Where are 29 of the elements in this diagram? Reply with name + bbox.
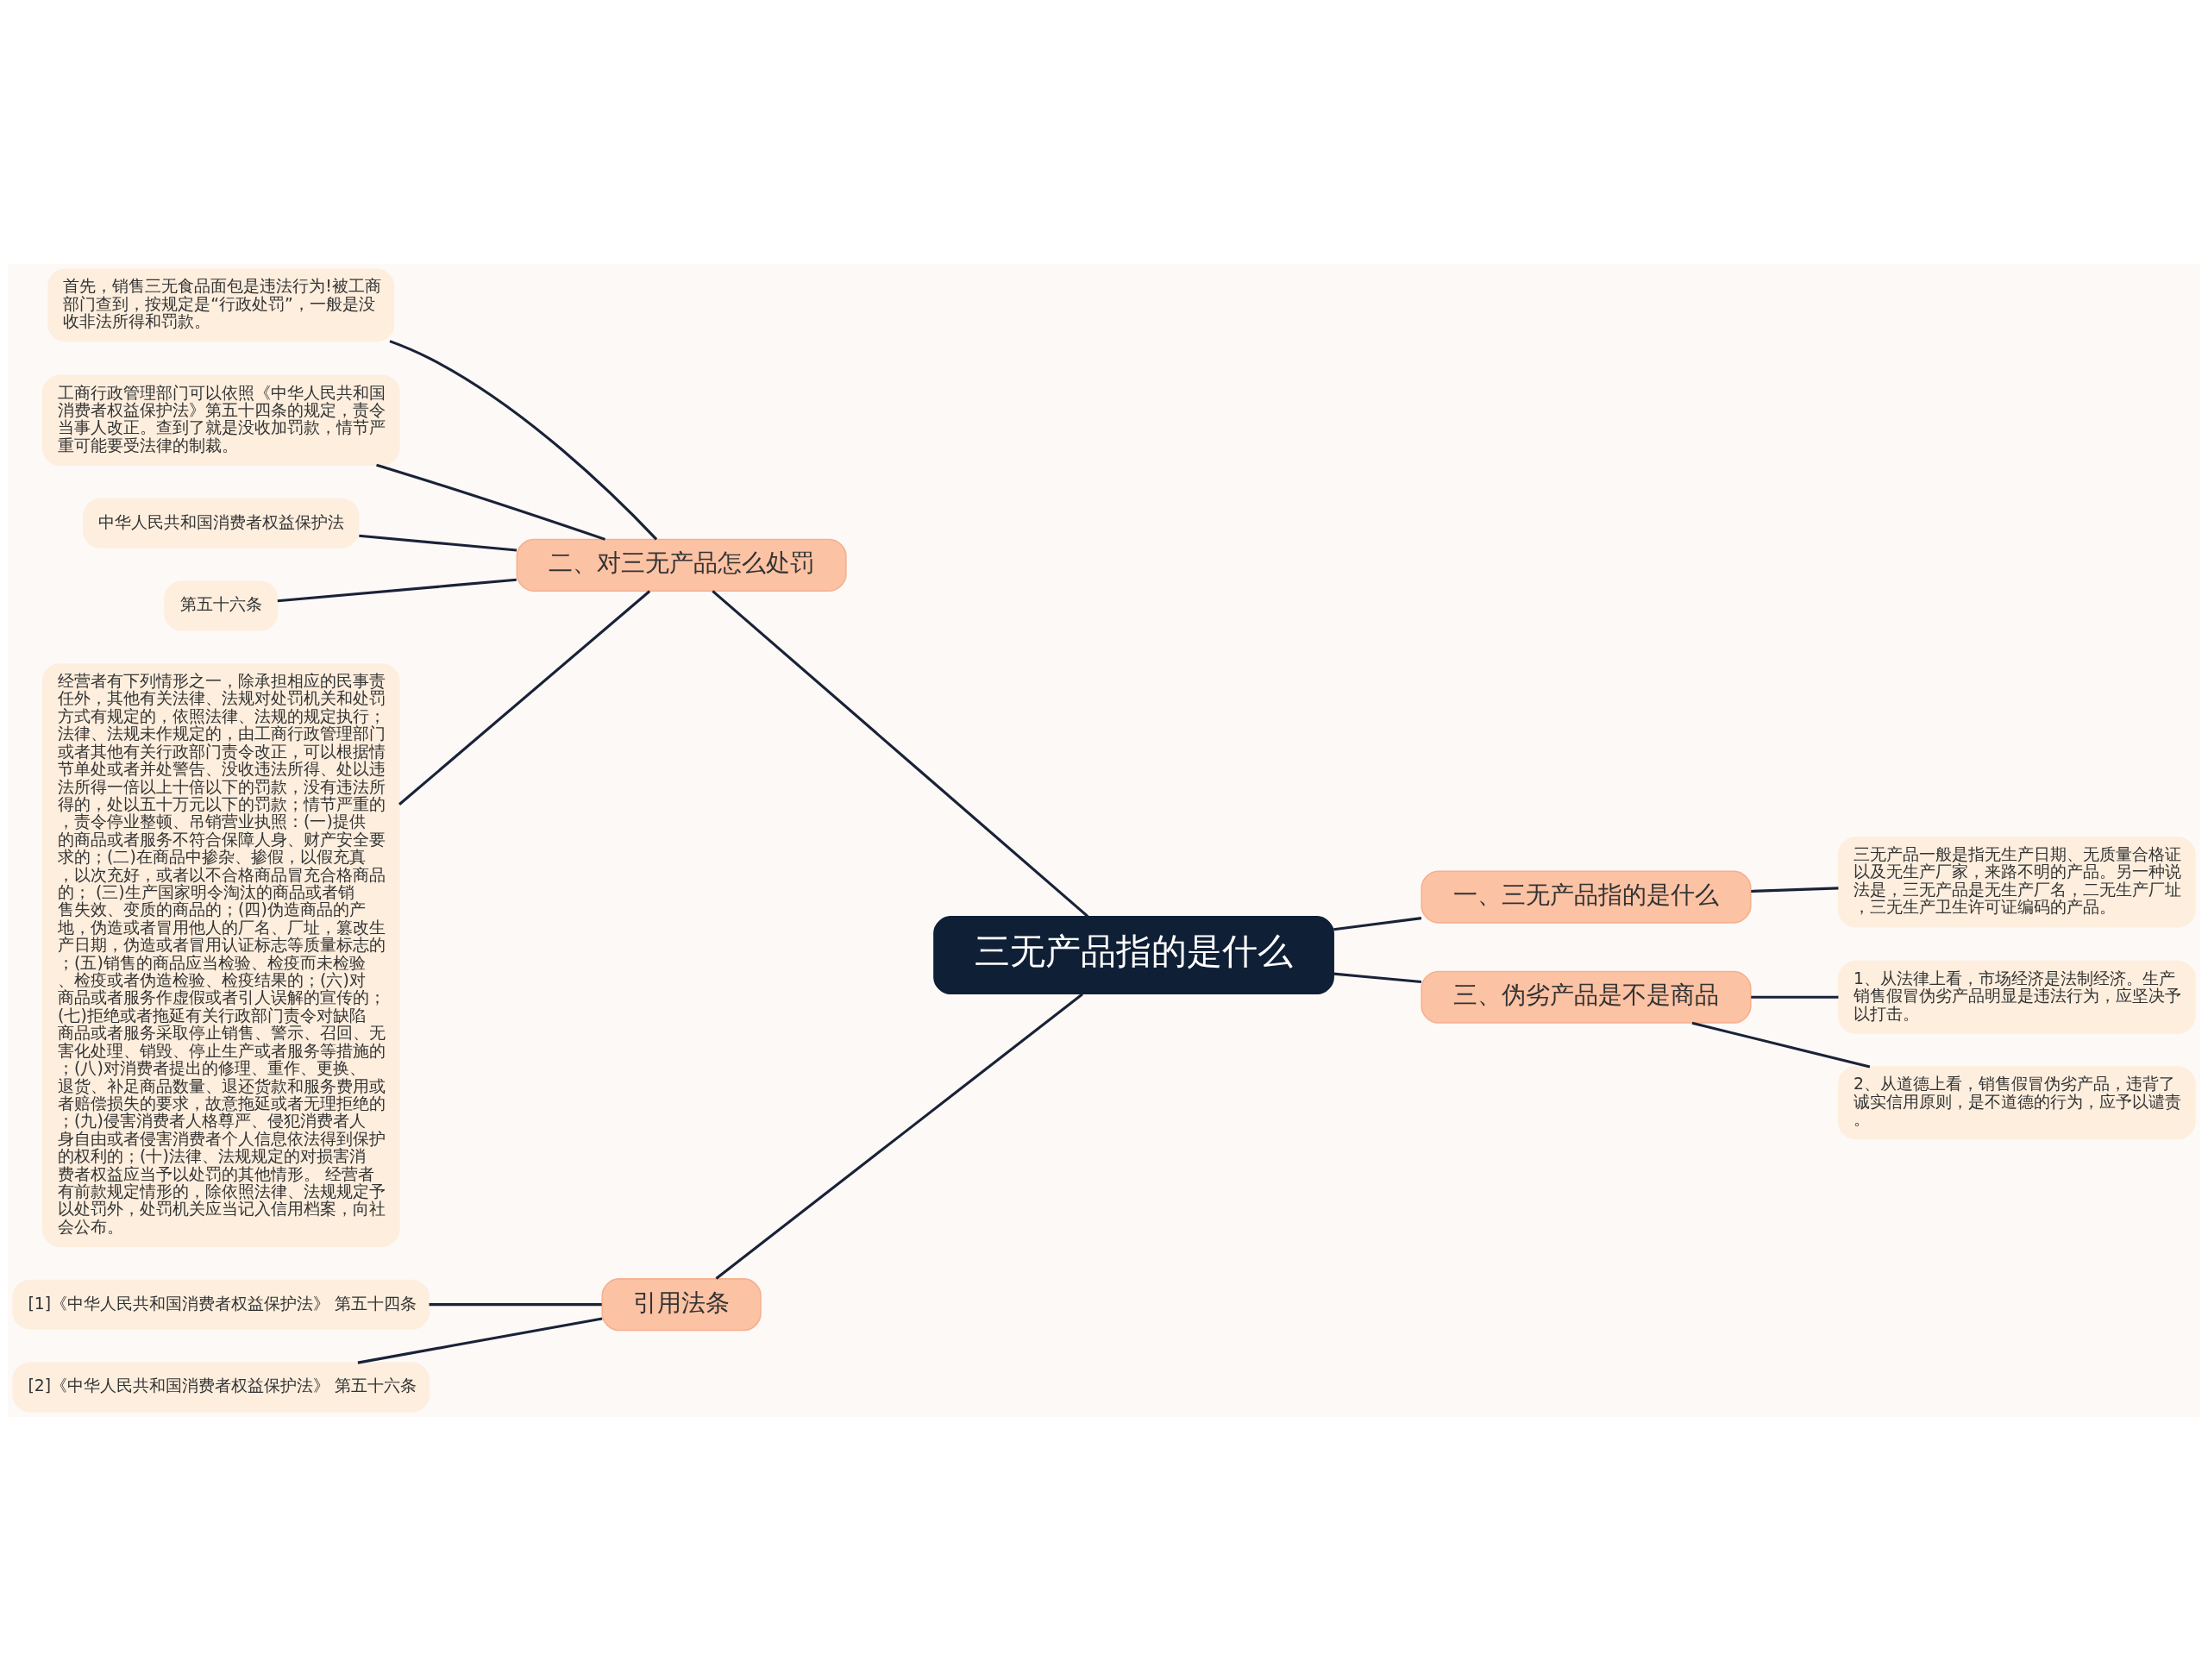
connector (359, 534, 518, 552)
node-box: 首先，销售三无食品面包是违法行为!被工商部门查到，按规定是“行政处罚”，一般是没收非法所得和罚款。 (47, 268, 395, 342)
node-box: [2]《中华人民共和国消费者权益保护法》 第五十六条 (12, 1361, 430, 1412)
node-box: 引用法条 (601, 1277, 762, 1331)
connector (1751, 995, 1839, 999)
node-box: 第五十六条 (164, 580, 279, 630)
connector (429, 1302, 602, 1306)
node-box: 二、对三无产品怎么处罚 (516, 538, 847, 592)
connector (1691, 1021, 1871, 1069)
node-box: 三、伪劣产品是不是商品 (1421, 970, 1752, 1024)
node-box: 三无产品一般是指无生产日期、无质量合格证以及无生产厂家，来路不明的产品。另一种说法是，三无产品是无生产厂名，二无生产厂址，三无生产卫生许可证编码的产品。 (1838, 836, 2196, 927)
connector (1751, 886, 1839, 893)
node-box: 经营者有下列情形之一，除承担相应的民事责任外，其他有关法律、法规对处罚机关和处罚方式有规定的，依照法律、法规的规定执行；法律、法规未作规定的，由工商行政管理部门或者其他有关行政部门责令改正，可以根据情节单处或者并处警告、没收违法所得、处以违法所得一倍以上十倍以下的罚款，没有违法所得的，处以五十万元以下的罚款；情节严重的，责令停业整顿、吊销营业执照：(一)提供的商品或者服务不符合保障人身、财产安全要求的；(二)在商品中掺杂、掺假，以假充真，以次充好，或者以不合格商品冒充合格商品的； (三)生产国家明令淘汰的商品或者销售失效、变质的商品的；(四)伪造商品的产地，伪造或者冒用他人的厂名、厂址，篡改生产日期，伪造或者冒用认证标志等质量标志的；(五)销售的商品应当检验、检疫而未检验、检疫或者伪造检验、检疫结果的；(六)对商品或者服务作虚假或者引人误解的宣传的；(七)拒绝或者拖延有关行政部门责令对缺陷商品或者服务采取停止销售、警示、召回、无害化处理、销毁、停止生产或者服务等措施的；(八)对消费者提出的修理、重作、更换、退货、补足商品数量、退还货款和服务费用或者赔偿损失的要求，故意拖延或者无理拒绝的；(九)侵害消费者人格尊严、侵犯消费者人身自由或者侵害消费者个人信息依法得到保护的权利的；(十)法律、法规规定的对损害消费者权益应当予以处罚的其他情形。 经营者有前款规定情形的，除依照法律、法规规定予以处罚外，处罚机关应当记入信用档案，向社会公布。 (42, 662, 400, 1247)
node-box: [1]《中华人民共和国消费者权益保护法》 第五十四条 (12, 1279, 430, 1330)
connector (376, 463, 605, 541)
connector (1333, 916, 1422, 931)
node-box: 一、三无产品指的是什么 (1421, 869, 1752, 924)
connector (357, 1316, 603, 1364)
connector (715, 992, 1083, 1280)
connector (277, 578, 517, 602)
node-box: 2、从道德上看，销售假冒伪劣产品，违背了诚实信用原则，是不道德的行为，应予以谴责。 (1838, 1065, 2196, 1139)
connector (398, 589, 651, 806)
node-box: 三无产品指的是什么 (933, 915, 1334, 994)
connector (712, 589, 1089, 918)
connector (1333, 972, 1422, 983)
node-box: 工商行政管理部门可以依照《中华人民共和国消费者权益保护法》第五十四条的规定，责令当事人改正。查到了就是没收加罚款，情节严重可能要受法律的制裁。 (42, 374, 400, 466)
node-box: 1、从法律上看，市场经济是法制经济。生产销售假冒伪劣产品明显是违法行为，应坚决予以打击。 (1838, 960, 2196, 1034)
node-box: 中华人民共和国消费者权益保护法 (83, 498, 360, 549)
connector (389, 339, 658, 540)
